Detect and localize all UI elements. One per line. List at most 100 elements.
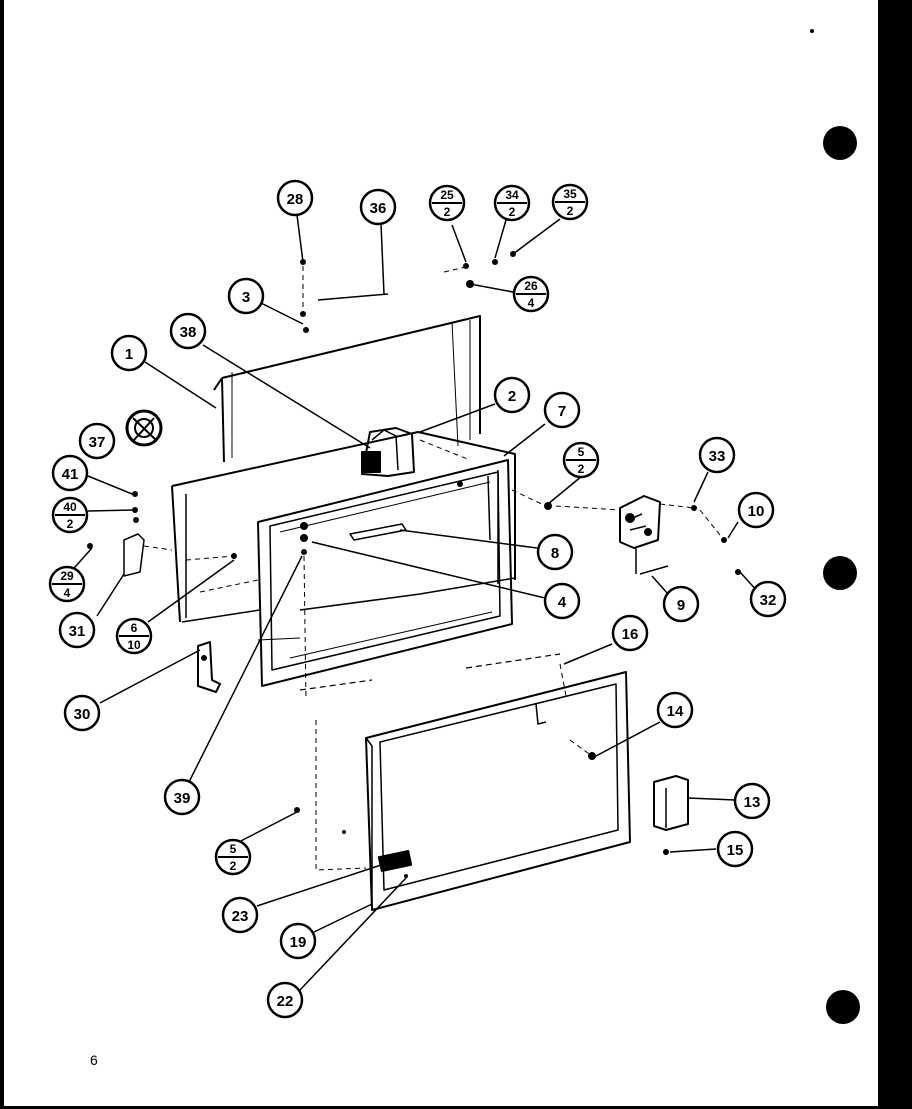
part-8-bar <box>349 523 407 541</box>
callout-28-number: 28 <box>287 191 304 208</box>
callout-4-number: 4 <box>558 594 567 611</box>
callout-30: 30 <box>63 694 101 732</box>
leader-lines <box>66 214 759 991</box>
callout-29-quantity: 4 <box>64 586 71 600</box>
part-23-handle <box>377 850 413 872</box>
binder-hole <box>826 990 860 1024</box>
callout-32-number: 32 <box>760 592 777 609</box>
callout-4: 4 <box>543 582 581 620</box>
binder-hole <box>823 126 857 160</box>
callout-25-quantity: 2 <box>444 205 451 219</box>
callout-2-number: 2 <box>508 388 516 405</box>
drawing-sheet <box>4 0 878 1108</box>
callout-33: 33 <box>698 436 736 474</box>
callout-5-quantity: 2 <box>578 462 585 476</box>
callout-36-number: 36 <box>370 200 387 217</box>
callout-2: 2 <box>493 376 531 414</box>
callout-19-number: 19 <box>290 934 307 951</box>
callout-23-number: 23 <box>232 908 249 925</box>
callout-15: 15 <box>716 830 754 868</box>
callout-22-number: 22 <box>277 993 294 1010</box>
callout-26-number: 26 <box>524 279 538 293</box>
callout-6-number: 6 <box>131 621 138 635</box>
callout-38-number: 38 <box>180 324 197 341</box>
callout-33-number: 33 <box>709 448 726 465</box>
callout-26-quantity: 4 <box>528 296 535 310</box>
callout-31: 31 <box>58 611 96 649</box>
callout-13: 13 <box>733 782 771 820</box>
callout-34-2: 34 2 <box>493 184 531 222</box>
part-door-panel <box>365 671 631 911</box>
callout-3-number: 3 <box>242 289 250 306</box>
callout-28: 28 <box>276 179 314 217</box>
part-31-bracket <box>123 533 145 577</box>
callout-36: 36 <box>359 188 397 226</box>
callout-5-2-upper: 5 2 <box>562 441 600 479</box>
part-1-rear-panel <box>213 315 481 463</box>
callout-37-number: 37 <box>89 434 106 451</box>
callout-25-number: 25 <box>440 188 454 202</box>
callout-5-number: 5 <box>578 445 585 459</box>
part-38-bracket <box>361 427 415 477</box>
part-9-hinge <box>619 495 669 575</box>
callout-39-number: 39 <box>174 790 191 807</box>
callout-41-number: 41 <box>62 466 79 483</box>
callout-38: 38 <box>169 312 207 350</box>
callout-15-number: 15 <box>727 842 744 859</box>
callout-26-4: 26 4 <box>512 275 550 313</box>
callout-16: 16 <box>611 614 649 652</box>
callout-1-number: 1 <box>125 346 133 363</box>
alignment-lines <box>143 265 725 871</box>
page-number: 6 <box>90 1052 98 1068</box>
callout-22: 22 <box>266 981 304 1019</box>
callout-9-number: 9 <box>677 597 685 614</box>
callout-8: 8 <box>536 533 574 571</box>
callout-25-2: 25 2 <box>428 184 466 222</box>
callout-6-10: 6 10 <box>115 617 153 655</box>
callout-34-number: 34 <box>505 188 519 202</box>
callout-23: 23 <box>221 896 259 934</box>
callout-31-number: 31 <box>69 623 86 640</box>
callout-7-number: 7 <box>558 403 566 420</box>
callout-3: 3 <box>227 277 265 315</box>
callout-7: 7 <box>543 391 581 429</box>
callout-39: 39 <box>163 778 201 816</box>
callout-1: 1 <box>110 334 148 372</box>
part-13-box <box>653 775 689 831</box>
callout-41: 41 <box>51 454 89 492</box>
callout-8-number: 8 <box>551 545 559 562</box>
callout-30-number: 30 <box>74 706 91 723</box>
callout-32: 32 <box>749 580 787 618</box>
callout-29-number: 29 <box>60 569 74 583</box>
callout-6-quantity: 10 <box>127 638 141 652</box>
callout-40-quantity: 2 <box>67 517 74 531</box>
callout-16-number: 16 <box>622 626 639 643</box>
callout-29-4: 29 4 <box>48 565 86 603</box>
callout-37: 37 <box>78 422 116 460</box>
callout-19: 19 <box>279 922 317 960</box>
callout-5-2-lower: 5 2 <box>214 838 252 876</box>
callout-5-quantity-lower: 2 <box>230 859 237 873</box>
part-37-fitting <box>125 409 163 447</box>
callout-10: 10 <box>737 491 775 529</box>
part-16-gasket <box>299 653 561 691</box>
callout-35-number: 35 <box>563 187 577 201</box>
callout-10-number: 10 <box>748 503 765 520</box>
callout-40-number: 40 <box>63 500 77 514</box>
part-36-strip <box>317 293 389 301</box>
binder-hole <box>823 556 857 590</box>
callout-9: 9 <box>662 585 700 623</box>
callout-40-2: 40 2 <box>51 496 89 534</box>
speck <box>810 29 814 33</box>
callout-34-quantity: 2 <box>509 205 516 219</box>
part-drawings <box>87 251 741 911</box>
callout-13-number: 13 <box>744 794 761 811</box>
callout-35-quantity: 2 <box>567 204 574 218</box>
callout-35-2: 35 2 <box>551 183 589 221</box>
callout-14: 14 <box>656 691 694 729</box>
callout-14-number: 14 <box>667 703 684 720</box>
part-7-door-frame <box>257 459 513 687</box>
part-30-bracket <box>197 641 221 693</box>
callout-5-number-lower: 5 <box>230 842 237 856</box>
